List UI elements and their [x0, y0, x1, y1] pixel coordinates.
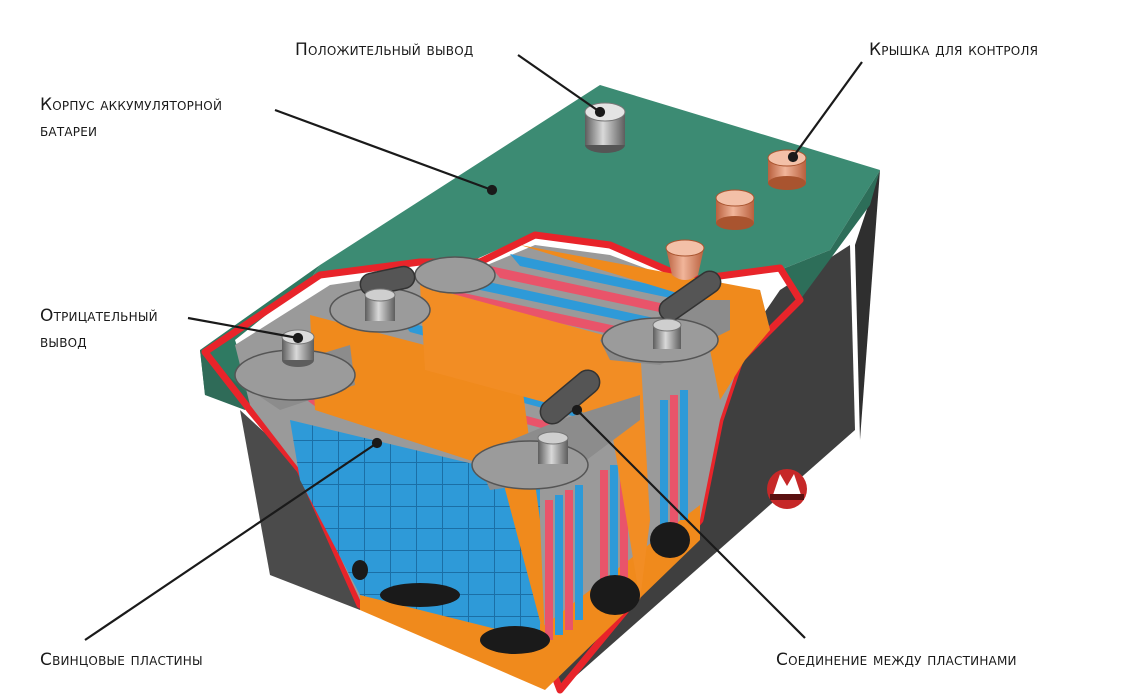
- brand-logo-icon: [767, 469, 807, 509]
- inspection-cap-2: [715, 189, 755, 230]
- label-lead-plates: Свинцовые пластины: [40, 650, 203, 670]
- label-negative-terminal-line2: вывод: [40, 332, 87, 352]
- label-battery-case-line1: Корпус аккумуляторной: [40, 95, 223, 115]
- negative-terminal-post: [281, 329, 315, 367]
- sediment: [352, 522, 690, 654]
- connector-post-1: [364, 288, 396, 321]
- inspection-cap-3: [665, 239, 705, 280]
- plate-edges-side: [545, 390, 688, 640]
- label-negative-terminal: Отрицательный вывод: [40, 303, 158, 355]
- label-negative-terminal-line1: Отрицательный: [40, 306, 158, 326]
- label-plate-connection: Соединение между пластинами: [776, 650, 1017, 670]
- positive-terminal-post: [584, 102, 626, 153]
- inspection-caps: [665, 149, 807, 280]
- label-positive-terminal: Положительный вывод: [295, 40, 474, 60]
- connector-post-2: [537, 431, 569, 464]
- label-battery-case-line2: батареи: [40, 121, 98, 141]
- label-inspection-cap: Крышка для контроля: [869, 40, 1039, 60]
- connector-post-3: [652, 318, 682, 349]
- leader-lines: [84, 54, 863, 641]
- inspection-cap-1: [767, 149, 807, 190]
- plate-connections: [359, 265, 722, 425]
- label-battery-case: Корпус аккумуляторной батареи: [40, 92, 222, 144]
